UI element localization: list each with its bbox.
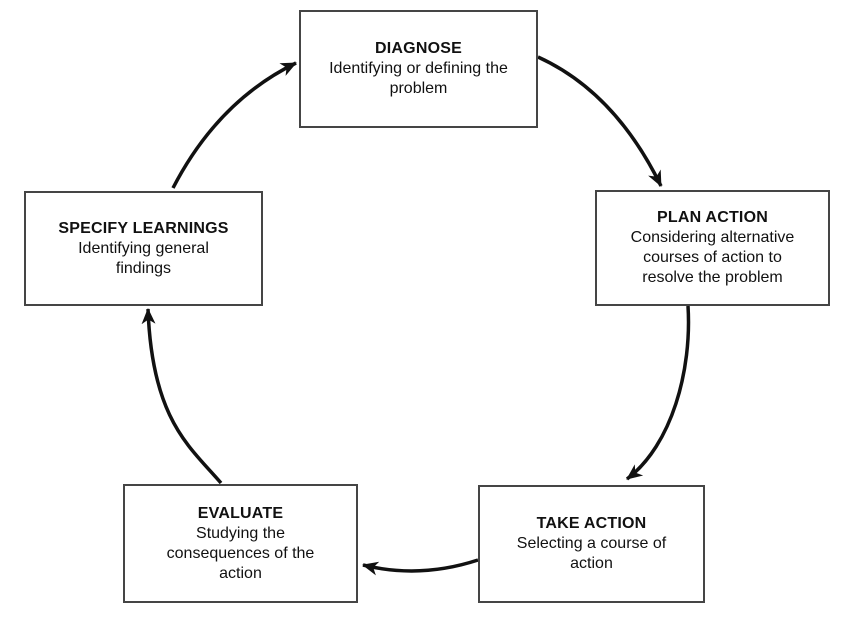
- arrow-diagnose-to-plan-action: [537, 55, 663, 187]
- node-diagnose-title: DIAGNOSE: [375, 40, 462, 57]
- node-plan-action: PLAN ACTION Considering alternative cour…: [595, 190, 830, 306]
- arrow-plan-action-to-take-action: [625, 305, 691, 481]
- node-specify-learnings-title: SPECIFY LEARNINGS: [58, 219, 229, 237]
- node-take-action-description: Selecting a course of action: [516, 535, 667, 572]
- arrow-evaluate-to-specify-learnings: [141, 308, 223, 485]
- node-specify-learnings-description: Identifying general findings: [78, 239, 209, 277]
- node-evaluate: EVALUATE Studying the consequences of th…: [123, 484, 358, 603]
- arrow-take-action-to-evaluate: [362, 558, 479, 576]
- node-evaluate-description: Studying the consequences of the action: [166, 524, 315, 582]
- node-take-action-title: TAKE ACTION: [536, 515, 647, 532]
- node-evaluate-title: EVALUATE: [197, 504, 284, 522]
- node-plan-action-description: Considering alternative courses of actio…: [630, 229, 795, 286]
- node-specify-learnings: SPECIFY LEARNINGS Identifying general fi…: [24, 191, 263, 306]
- node-plan-action-title: PLAN ACTION: [657, 209, 768, 226]
- node-diagnose-description: Identifying or defining the problem: [329, 60, 508, 97]
- arrow-specify-learnings-to-diagnose: [171, 61, 297, 189]
- node-take-action: TAKE ACTION Selecting a course of action: [478, 485, 705, 603]
- node-diagnose: DIAGNOSE Identifying or defining the pro…: [299, 10, 538, 128]
